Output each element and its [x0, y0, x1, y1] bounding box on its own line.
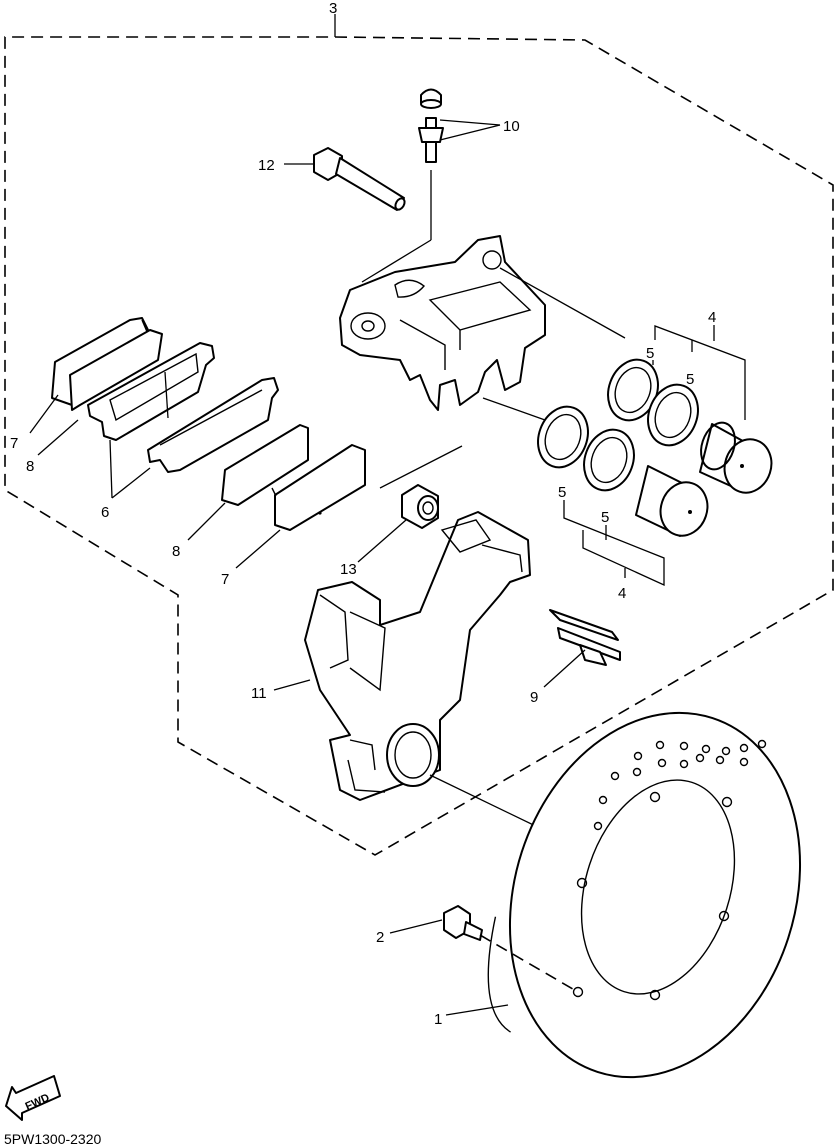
- caliper-pin-bolt: [313, 147, 406, 211]
- piston-seal-3: [583, 428, 635, 492]
- brake-pad-inner-right: [221, 424, 309, 506]
- brake-pad-outer-left: [69, 329, 163, 411]
- part-label-13: 13: [340, 561, 357, 578]
- part-label-12: 12: [258, 157, 275, 174]
- part-label-11: 11: [251, 685, 267, 702]
- caliper-bracket: [304, 511, 531, 801]
- part-label-5-c: 5: [558, 484, 566, 501]
- pad-plate-left: [87, 342, 215, 441]
- part-label-5-b: 5: [686, 371, 694, 388]
- drawing-code: 5PW1300-2320: [4, 1131, 102, 1147]
- caliper-body: [339, 235, 626, 421]
- caliper-assembly-boundary: [4, 36, 834, 856]
- part-label-7-right: 7: [221, 571, 229, 588]
- pad-shim-inner-right: [271, 444, 366, 531]
- label-leaders: [29, 119, 586, 1016]
- pad-support-clip: [549, 609, 621, 666]
- bleed-screw-cap: [420, 88, 442, 109]
- part-label-4-bottom: 4: [618, 585, 626, 602]
- piston-callout-brackets: [563, 325, 746, 587]
- caliper-piston-2: [635, 465, 709, 537]
- pad-plate-right: [147, 377, 279, 473]
- part-label-6: 6: [101, 504, 109, 521]
- piston-seal-4: [647, 383, 699, 447]
- forward-direction-arrow-icon: FWD: [5, 1075, 61, 1121]
- part-label-9: 9: [530, 689, 538, 706]
- disc-bolt: [443, 905, 483, 941]
- part-label-7-left: 7: [10, 435, 18, 452]
- part-label-8-right: 8: [172, 543, 180, 560]
- part-label-5-d: 5: [601, 509, 609, 526]
- part-label-3: 3: [329, 0, 337, 17]
- part-label-5-a: 5: [646, 345, 654, 362]
- disc-holes: [572, 739, 767, 1001]
- brake-disc: [487, 711, 802, 1079]
- part-label-1: 1: [434, 1011, 442, 1028]
- part-label-10: 10: [503, 118, 520, 135]
- part-label-8-left: 8: [26, 458, 34, 475]
- caliper-piston-1: [699, 421, 773, 494]
- bleed-screw: [418, 117, 444, 163]
- part-label-2: 2: [376, 929, 384, 946]
- part-label-4-top: 4: [708, 309, 716, 326]
- piston-seal-1: [537, 405, 589, 469]
- dust-boot: [401, 484, 439, 529]
